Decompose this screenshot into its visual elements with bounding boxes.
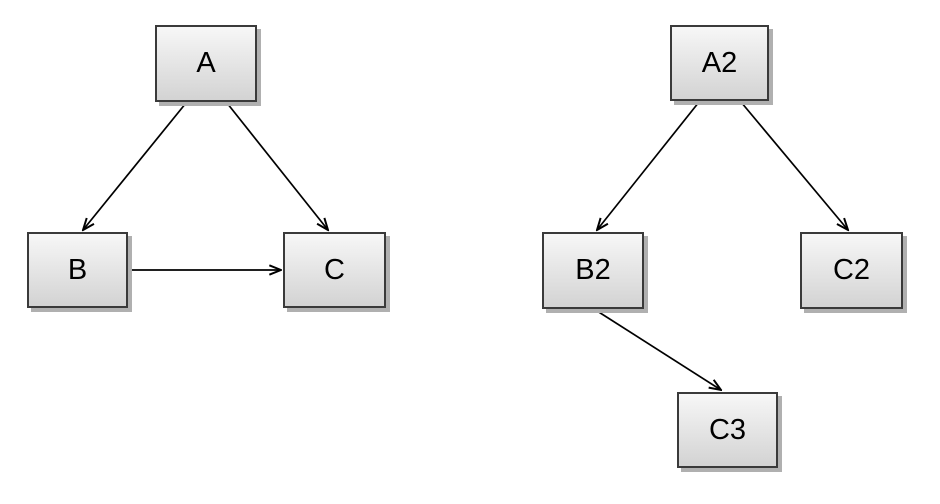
node-label: C3: [708, 413, 747, 446]
node-label: B: [67, 253, 88, 286]
node-label: B2: [575, 254, 611, 286]
edge-A-to-B: [83, 102, 187, 230]
node-A2[interactable]: A2: [670, 25, 769, 101]
node-C3[interactable]: C3: [677, 392, 778, 468]
node-B[interactable]: B: [27, 232, 128, 308]
edge-A2-to-B2: [597, 101, 700, 230]
node-label: C2: [832, 254, 871, 286]
node-B2[interactable]: B2: [542, 232, 644, 309]
node-C[interactable]: C: [283, 232, 386, 308]
edge-A-to-C: [226, 102, 328, 230]
node-A[interactable]: A: [155, 25, 257, 102]
edge-A2-to-C2: [740, 101, 848, 230]
node-C2[interactable]: C2: [800, 232, 903, 309]
node-label: A2: [701, 46, 738, 79]
edge-B2-to-C3: [593, 308, 721, 390]
edges-group: [83, 101, 848, 390]
node-label: A: [196, 47, 216, 79]
node-label: C: [324, 253, 345, 286]
